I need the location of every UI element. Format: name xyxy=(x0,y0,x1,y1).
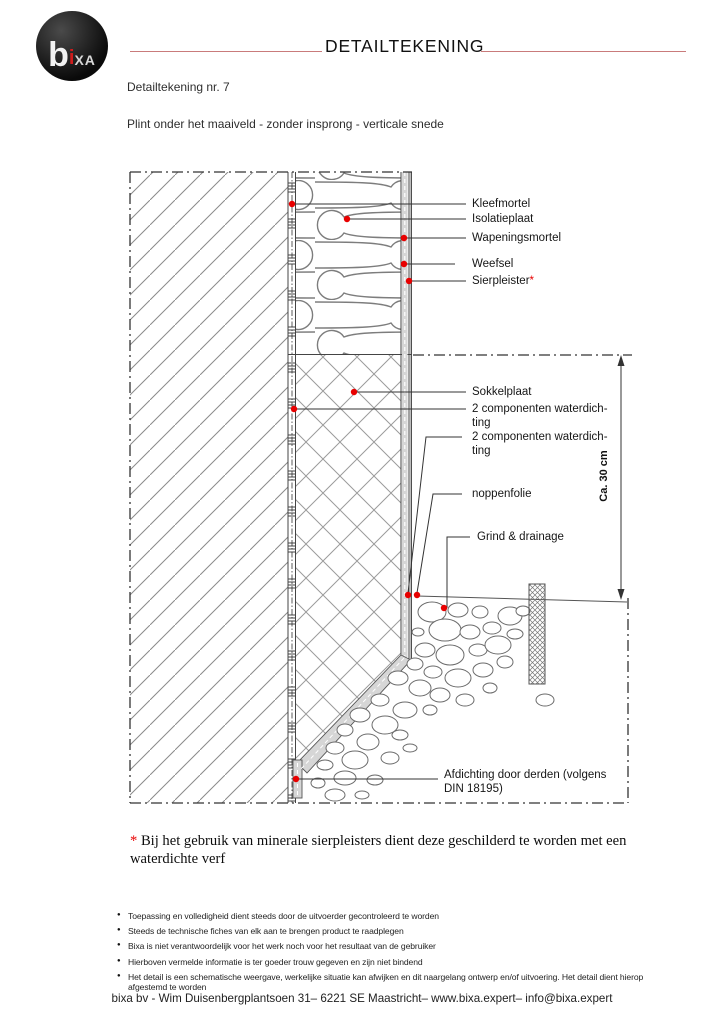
disclaimer-item: Steeds de technische fiches van elk aan … xyxy=(117,926,657,936)
gravel-drainage xyxy=(310,595,628,802)
label-waterdichting-2: 2 componenten waterdich- ting xyxy=(472,431,608,457)
disclaimer-item: Toepassing en volledigheid dient steeds … xyxy=(117,911,657,921)
logo-letter-b: b xyxy=(48,36,69,74)
dimension-label: Ca. 30 cm xyxy=(598,450,610,502)
section-boundaries xyxy=(129,171,632,804)
label-grind-drainage: Grind & drainage xyxy=(477,531,564,543)
label-sierpleister-asterisk: * xyxy=(529,275,535,287)
drawing-subtitle: Plint onder het maaiveld - zonder inspro… xyxy=(127,117,444,131)
footnote: * Bij het gebruik van minerale sierpleis… xyxy=(130,833,630,869)
footnote-asterisk: * xyxy=(130,833,138,849)
dimension-line xyxy=(617,355,625,600)
title-rule-left xyxy=(130,51,322,52)
label-waterdichting-1: 2 componenten waterdich- ting xyxy=(472,403,608,429)
footnote-text: Bij het gebruik van minerale sierpleiste… xyxy=(130,833,627,867)
disclaimer-item: Bixa is niet verantwoordelijk voor het w… xyxy=(117,941,657,951)
sokkelplaat-layer xyxy=(288,353,412,764)
page-title: DETAILTEKENING xyxy=(325,36,485,56)
edge-post xyxy=(528,583,546,685)
render-layers xyxy=(400,172,412,661)
title-rule-right xyxy=(481,51,686,52)
label-sokkelplaat: Sokkelplaat xyxy=(472,386,532,398)
logo-letters-xa: XA xyxy=(74,52,96,68)
label-kleefmortel: Kleefmortel xyxy=(472,198,531,210)
isolatieplaat-layer xyxy=(296,172,401,355)
disclaimer-list: Toepassing en volledigheid dient steeds … xyxy=(117,911,657,997)
label-isolatieplaat: Isolatieplaat xyxy=(472,213,534,225)
footer-address: bixa bv - Wim Duisenbergplantsoen 31– 62… xyxy=(111,992,613,1005)
wall-hatch xyxy=(130,172,288,803)
label-sierpleister: Sierpleister* xyxy=(472,274,534,288)
disclaimer-item: Het detail is een schematische weergave,… xyxy=(117,972,657,992)
drawing-number: Detailtekening nr. 7 xyxy=(127,80,230,94)
disclaimer-item: Hierboven vermelde informatie is ter goe… xyxy=(117,957,657,967)
label-noppenfolie: noppenfolie xyxy=(472,488,532,500)
label-afdichting: Afdichting door derden (volgens DIN 1819… xyxy=(444,769,607,795)
logo-letter-i: i xyxy=(68,47,75,69)
label-wapeningsmortel: Wapeningsmortel xyxy=(472,232,562,244)
leader-lines xyxy=(292,203,470,780)
leader-dots xyxy=(288,200,448,783)
label-weefsel: Weefsel xyxy=(472,258,514,270)
label-sierpleister-text: Sierpleister xyxy=(472,275,530,287)
kleefmortel-layer xyxy=(287,172,296,803)
